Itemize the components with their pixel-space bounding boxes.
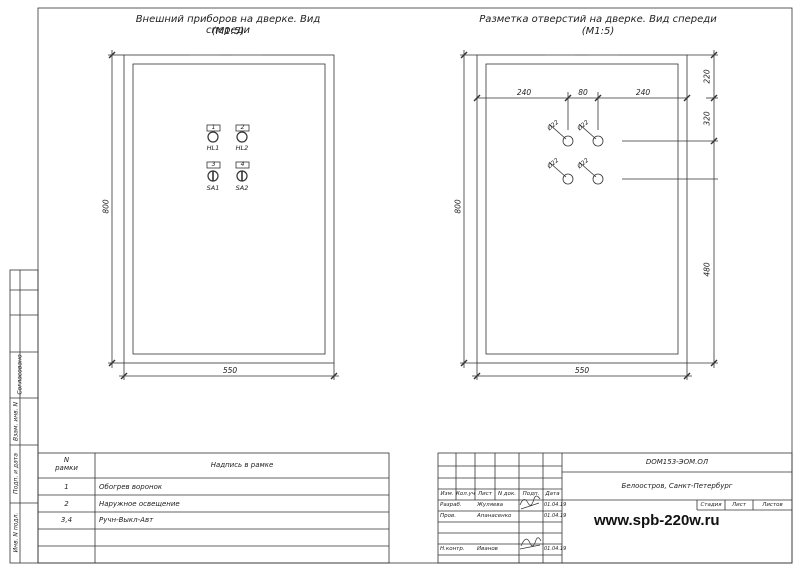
tb-header-data: Дата	[545, 491, 560, 497]
left-door-outer	[123, 54, 335, 364]
right-dim-top: 220	[702, 69, 712, 84]
side-stamp	[9, 269, 39, 564]
device-label-hl1: HL1	[206, 144, 220, 152]
left-door-inner	[132, 63, 326, 355]
stamp-inv-podl: Инв. N подл.	[12, 512, 20, 553]
frame-row-1-text: Обогрев воронок	[99, 483, 163, 491]
left-dim-height: 800	[101, 199, 111, 214]
tb-nkontr-date: 01.04.19	[544, 546, 567, 552]
right-view-title: Разметка отверстий на дверке. Вид сперед…	[479, 14, 717, 25]
frame-row-3-text: Ручн-Выкл-Авт	[99, 516, 154, 524]
right-view-scale: (М1:5)	[581, 26, 615, 37]
frame-table-header-text: Надпись в рамке	[210, 461, 274, 469]
tb-listov: Листов	[762, 502, 783, 508]
device-label-sa2: SA2	[235, 184, 249, 192]
sheet-frame	[37, 7, 793, 564]
frame-row-3-n: 3,4	[60, 516, 73, 524]
stamp-vzam-inv: Взам. инв. N	[12, 402, 20, 441]
device-label-hl2: HL2	[235, 144, 249, 152]
tb-header-kol: Кол.уч	[456, 491, 476, 497]
left-dim-width: 550	[222, 366, 238, 375]
tb-header-podp: Подп.	[522, 491, 540, 497]
tb-nkontr-name: Иванов	[477, 546, 498, 552]
tb-razrab-label: Разраб.	[440, 502, 462, 508]
website-link[interactable]: www.spb-220w.ru	[594, 512, 720, 529]
tb-list: Лист	[732, 502, 746, 508]
left-view-scale: (М1:5)	[211, 26, 245, 37]
device-label-sa1: SA1	[206, 184, 220, 192]
frame-table-header-n: N	[63, 456, 70, 464]
tb-header-izm: Изм.	[440, 491, 454, 497]
tb-razrab-name: Жуляева	[477, 502, 503, 508]
tb-prov-name: Апанасенко	[477, 513, 512, 519]
right-dim-left: 240	[516, 88, 532, 97]
right-dim-height: 800	[453, 199, 463, 214]
right-dim-480: 480	[702, 262, 712, 277]
stamp-soglasovano: Согласовано	[16, 354, 24, 395]
right-dim-320: 320	[702, 111, 712, 126]
right-dim-mid: 80	[578, 88, 588, 97]
tb-razrab-date: 01.04.19	[544, 502, 567, 508]
device-frame-3: 3	[211, 161, 216, 168]
tb-header-ndok: N док.	[497, 491, 517, 497]
location: Белоостров, Санкт-Петербург	[621, 482, 733, 490]
right-door-outer	[476, 54, 688, 364]
tb-nkontr-label: Н.контр.	[440, 546, 465, 552]
frame-row-2-n: 2	[64, 500, 69, 508]
device-frame-1: 1	[211, 124, 216, 131]
doc-code: DOM153-ЭОМ.ОЛ	[645, 458, 709, 466]
right-dim-right: 240	[635, 88, 651, 97]
frame-row-2-text: Наружное освещение	[99, 500, 180, 508]
frame-table-header-n2: рамки	[55, 464, 78, 472]
title-block	[437, 452, 793, 564]
tb-prov-label: Пров.	[440, 513, 456, 519]
left-view-title: Внешний приборов на дверке. Вид спереди	[135, 14, 321, 36]
device-frame-2: 2	[240, 124, 245, 131]
stamp-podp-data: Подп. и дата	[12, 453, 20, 494]
tb-header-list: Лист	[478, 491, 492, 497]
frame-table	[37, 452, 390, 564]
tb-stadia: Стадия	[700, 502, 722, 508]
right-door-inner	[485, 63, 679, 355]
frame-row-1-n: 1	[64, 483, 69, 491]
right-dim-width: 550	[574, 366, 590, 375]
device-frame-4: 4	[240, 161, 245, 168]
tb-prov-date: 01.04.19	[544, 513, 567, 519]
